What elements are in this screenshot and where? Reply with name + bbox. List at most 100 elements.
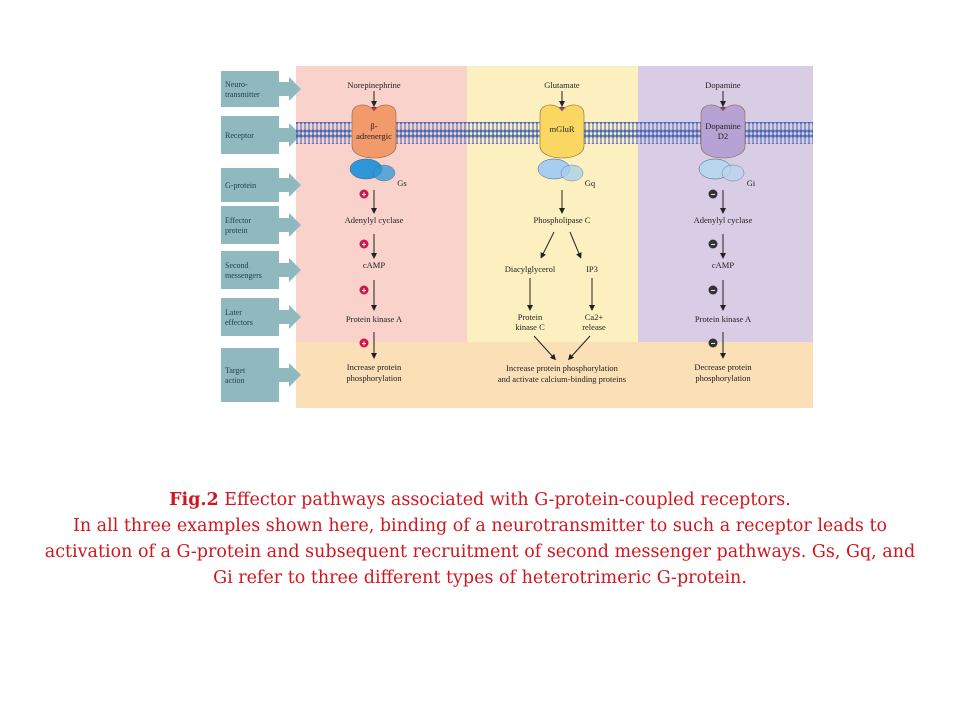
sign-badge: −: [708, 189, 718, 199]
sign-circle: [359, 285, 369, 295]
target-action-label: and activate calcium-binding proteins: [498, 374, 626, 384]
row-arrow-shape: [221, 298, 301, 336]
g-protein-label: Gs: [397, 178, 406, 188]
second-messenger-label: cAMP: [712, 260, 734, 270]
pathway-arrow: [569, 231, 582, 259]
caption-body: In all three examples shown here, bindin…: [44, 516, 916, 588]
caption-title: Effector pathways associated with G-prot…: [218, 490, 791, 510]
effector-label: Adenylyl cyclase: [345, 215, 404, 225]
g-protein-beta: [372, 164, 396, 182]
row-arrow-shape: [221, 168, 301, 202]
neurotransmitter-label: Glutamate: [544, 80, 580, 90]
sign-symbol: +: [362, 190, 367, 199]
second-messenger-right: IP3: [586, 264, 598, 274]
row-label-text: Effector: [225, 216, 251, 225]
second-messenger-left: Diacylglycerol: [505, 264, 556, 274]
target-action-label: phosphorylation: [695, 373, 751, 383]
second-messenger-label: cAMP: [363, 260, 385, 270]
row-label-text: Receptor: [225, 131, 254, 140]
receptor-label: mGluR: [549, 124, 574, 134]
row-label-3: G-protein: [221, 168, 301, 202]
row-label-text: G-protein: [225, 181, 256, 190]
row-arrow-shape: [221, 348, 301, 402]
sign-badge: −: [708, 239, 718, 249]
sign-circle: [708, 285, 718, 295]
g-protein-label: Gq: [585, 178, 596, 188]
sign-badge: −: [708, 285, 718, 295]
target-band: [296, 342, 813, 408]
later-effector-label: Protein kinase A: [695, 314, 752, 324]
g-protein-beta: [560, 164, 584, 182]
receptor-label: D2: [718, 131, 728, 141]
pathway-arrow: [540, 231, 555, 259]
row-label-1: Neuro-transmitter: [221, 71, 301, 107]
target-action-label: Increase protein phosphorylation: [506, 363, 619, 373]
row-arrow-shape: [221, 206, 301, 244]
sign-badge: +: [359, 338, 369, 348]
figure-number: Fig.2: [169, 490, 219, 510]
target-action-label: Increase protein: [347, 362, 402, 372]
sign-symbol: −: [711, 286, 716, 295]
row-label-text: Later: [225, 308, 242, 317]
receptor-shape: [351, 104, 397, 159]
later-effector-left: kinase C: [515, 322, 545, 332]
row-label-2: Receptor: [221, 116, 301, 154]
sign-badge: +: [359, 285, 369, 295]
pathway-diagram: Neuro-transmitterReceptorG-proteinEffect…: [221, 66, 813, 408]
g-protein-label: Gi: [747, 178, 756, 188]
row-label-text: messengers: [225, 271, 262, 280]
row-label-text: effectors: [225, 318, 253, 327]
sign-circle: [359, 189, 369, 199]
sign-circle: [708, 239, 718, 249]
row-label-text: Second: [225, 261, 249, 270]
sign-badge: +: [359, 189, 369, 199]
sign-circle: [359, 239, 369, 249]
sign-badge: −: [708, 338, 718, 348]
effector-label: Phospholipase C: [534, 215, 591, 225]
receptor-label: β-: [370, 121, 377, 131]
pathway-arrow: [567, 335, 591, 361]
receptor-shape: [700, 104, 746, 159]
effector-label: Adenylyl cyclase: [694, 215, 753, 225]
sign-circle: [708, 338, 718, 348]
receptor-label: adrenergic: [356, 131, 392, 141]
sign-symbol: −: [711, 240, 716, 249]
receptor-shape: [539, 104, 585, 159]
receptor-label: Dopamine: [705, 121, 741, 131]
sign-symbol: +: [362, 286, 367, 295]
g-protein-beta: [721, 164, 745, 182]
later-effector-right: Ca2+: [585, 312, 604, 322]
sign-symbol: −: [711, 339, 716, 348]
row-label-text: transmitter: [225, 90, 260, 99]
sign-circle: [359, 338, 369, 348]
neurotransmitter-label: Dopamine: [705, 80, 741, 90]
row-label-text: Neuro-: [225, 80, 248, 89]
sign-symbol: +: [362, 240, 367, 249]
row-arrow-shape: [221, 251, 301, 289]
target-action-label: phosphorylation: [346, 373, 402, 383]
pathway-arrow: [533, 335, 557, 361]
sign-badge: +: [359, 239, 369, 249]
figure-caption: Fig.2 Effector pathways associated with …: [40, 487, 920, 591]
sign-symbol: −: [711, 190, 716, 199]
row-label-text: Target: [225, 366, 246, 375]
row-label-text: action: [225, 376, 245, 385]
later-effector-right: release: [582, 322, 606, 332]
later-effector-left: Protein: [518, 312, 543, 322]
sign-symbol: +: [362, 339, 367, 348]
row-arrow-shape: [221, 116, 301, 154]
neurotransmitter-label: Norepinephrine: [347, 80, 401, 90]
later-effector-label: Protein kinase A: [346, 314, 403, 324]
target-action-label: Decrease protein: [694, 362, 752, 372]
sign-circle: [708, 189, 718, 199]
row-label-text: protein: [225, 226, 248, 235]
row-arrow-shape: [221, 71, 301, 107]
